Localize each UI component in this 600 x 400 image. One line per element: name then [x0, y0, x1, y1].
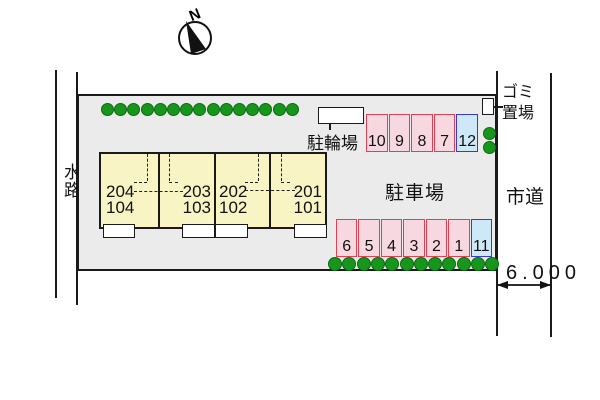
waterway-line-outer — [55, 70, 57, 298]
tree-icon — [399, 257, 414, 271]
tree-icon — [342, 257, 357, 271]
tree-icon — [114, 103, 128, 116]
parking-stall-number: 7 — [440, 133, 450, 150]
tree-icon — [456, 257, 471, 271]
unit-division-line — [158, 154, 160, 227]
garbage-label-line2: 置場 — [502, 105, 535, 122]
tree-icon — [442, 257, 457, 271]
parking-stall-number: 6 — [342, 238, 352, 255]
stair-dash — [169, 154, 170, 181]
parking-stall: 11 — [470, 219, 492, 257]
stair-dash — [245, 182, 258, 183]
room-number-upper: 202 — [219, 182, 248, 201]
parking-stall: 10 — [366, 114, 388, 152]
tree-icon — [370, 257, 385, 271]
parking-stall: 5 — [358, 219, 380, 257]
stair-dash — [245, 190, 295, 191]
tree-icon — [101, 103, 114, 116]
bicycle-shed-box — [318, 107, 364, 124]
waterway-line-inner — [76, 72, 78, 305]
porch — [294, 224, 327, 238]
parking-lot-label: 駐車場 — [385, 183, 446, 204]
tree-icon — [193, 103, 207, 116]
parking-stall: 1 — [448, 219, 470, 257]
porch — [215, 224, 248, 238]
room-number-lower: 102 — [219, 198, 248, 217]
road-line-outer — [550, 73, 552, 337]
porch — [103, 224, 135, 238]
parking-stall-number: 3 — [409, 238, 419, 255]
stair-dash — [147, 154, 148, 181]
parking-stall: 7 — [433, 114, 456, 152]
parking-stall-number: 10 — [367, 133, 386, 150]
tree-icon — [127, 103, 141, 116]
garbage-leader-line — [493, 106, 503, 108]
tree-icon — [167, 103, 180, 116]
tree-icon — [153, 103, 167, 116]
tree-icon — [483, 127, 496, 140]
parking-stall: 12 — [456, 114, 478, 152]
tree-icon — [272, 103, 286, 116]
parking-stall: 9 — [388, 114, 411, 152]
tree-icon — [180, 103, 194, 116]
parking-stall-number: 2 — [431, 238, 441, 255]
tree-icon — [219, 103, 233, 116]
compass-north-icon: N — [178, 5, 212, 55]
parking-stall-number: 1 — [454, 238, 464, 255]
tree-icon — [485, 257, 500, 271]
parking-stall: 4 — [380, 219, 403, 257]
tree-icon — [285, 103, 299, 116]
room-number-lower: 101 — [293, 198, 322, 217]
parking-stall: 2 — [425, 219, 448, 257]
parking-stall-number: 5 — [364, 238, 374, 255]
stair-dash — [134, 182, 147, 183]
porch — [182, 224, 215, 238]
dimension-arrow-icon — [497, 281, 551, 289]
bicycle-parking-label: 駐輪場 — [307, 134, 358, 153]
parking-stall-number: 8 — [417, 133, 427, 150]
room-number-lower: 104 — [106, 198, 135, 217]
tree-icon — [385, 257, 400, 271]
parking-stall: 3 — [403, 219, 425, 257]
parking-stall-number: 4 — [387, 238, 396, 255]
garbage-label-line1: ゴミ — [502, 84, 535, 101]
city-road-label: 市道 — [506, 187, 545, 208]
stair-dash — [134, 191, 183, 192]
room-number-upper: 201 — [293, 182, 322, 201]
tree-icon — [206, 103, 220, 116]
stair-dash — [258, 154, 259, 181]
stair-dash — [281, 182, 290, 183]
room-number-upper: 203 — [182, 182, 211, 201]
road-width-dimension: 6.000 — [506, 262, 582, 284]
stair-dash — [169, 182, 178, 183]
bicycle-shed-leader-line — [329, 124, 331, 130]
parking-stall: 8 — [411, 114, 433, 152]
room-number-upper: 204 — [106, 182, 135, 201]
tree-icon — [328, 257, 342, 271]
tree-icon — [413, 257, 428, 271]
room-number-lower: 103 — [182, 198, 211, 217]
parking-stall-number: 9 — [394, 133, 404, 150]
parking-stall-number: 12 — [458, 133, 477, 150]
tree-icon — [483, 141, 496, 154]
parking-stall-number: 11 — [472, 238, 490, 255]
tree-icon — [428, 257, 443, 271]
tree-icon — [356, 257, 371, 271]
unit-division-line — [214, 154, 216, 227]
stair-dash — [281, 154, 282, 181]
tree-icon — [246, 103, 260, 116]
tree-icon — [259, 103, 273, 116]
waterway-label: 水路 — [61, 163, 80, 199]
tree-icon — [233, 103, 246, 116]
tree-icon — [471, 257, 485, 271]
parking-stall: 6 — [336, 219, 358, 257]
tree-icon — [140, 103, 154, 116]
